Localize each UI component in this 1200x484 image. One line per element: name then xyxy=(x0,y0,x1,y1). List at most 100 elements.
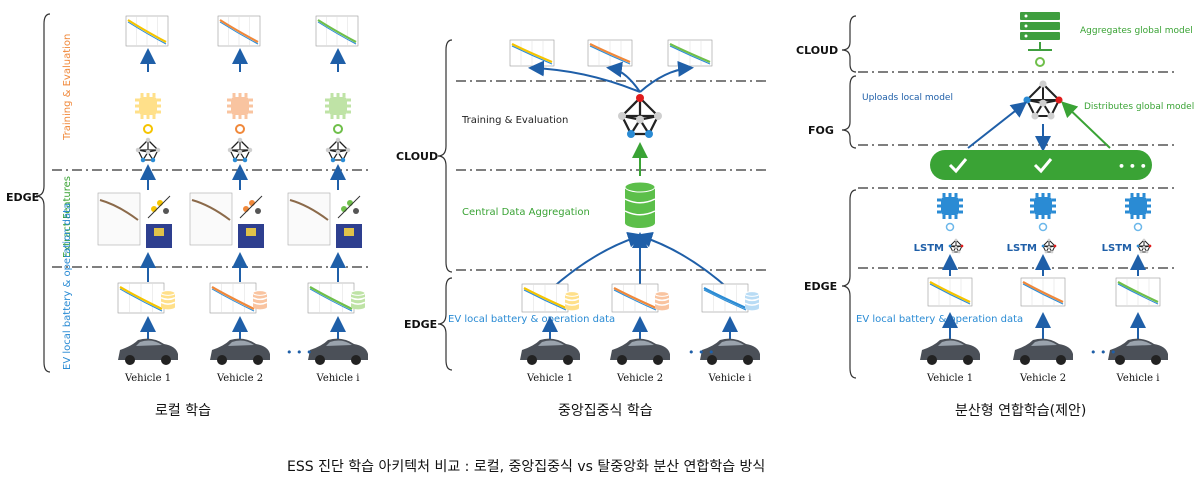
network-node xyxy=(627,130,635,138)
plot-curve xyxy=(703,287,747,310)
plot-curve xyxy=(127,19,167,43)
car-wheel xyxy=(927,355,937,365)
db-top xyxy=(744,291,760,297)
car-window xyxy=(718,340,744,346)
car-wheel xyxy=(125,355,135,365)
chip-pin xyxy=(1147,198,1151,202)
chip-pin xyxy=(937,198,941,202)
network-node xyxy=(330,157,336,163)
trend-line xyxy=(147,195,171,219)
chip-pin xyxy=(937,204,941,208)
car-window xyxy=(628,340,654,346)
chip-pin xyxy=(325,104,329,108)
chip-pin xyxy=(942,193,946,197)
car-wheel xyxy=(315,355,325,365)
db-band xyxy=(564,297,580,302)
network-node xyxy=(150,157,156,163)
car-wheel xyxy=(217,355,227,365)
ellipsis: • • • xyxy=(688,346,714,359)
chip-pin xyxy=(1142,215,1146,219)
db-bottom xyxy=(655,305,669,311)
chip-pin xyxy=(1136,215,1140,219)
db-top xyxy=(654,291,670,297)
chip-pin xyxy=(238,115,242,119)
network-node xyxy=(1044,250,1048,254)
scatter-dot xyxy=(163,208,169,214)
server-led xyxy=(1024,14,1028,18)
car-wheel xyxy=(1056,355,1066,365)
car-body xyxy=(520,338,580,360)
car-window xyxy=(1126,340,1152,346)
chip-pin xyxy=(244,115,248,119)
network-node xyxy=(1047,238,1051,242)
network-node xyxy=(1039,80,1047,88)
db-band xyxy=(252,296,268,301)
network-node xyxy=(155,147,161,153)
arrow xyxy=(636,231,731,291)
network-node xyxy=(1142,238,1146,242)
chip-pin xyxy=(959,210,963,214)
network-node xyxy=(1148,244,1152,248)
ellipsis: • • • xyxy=(1090,346,1116,359)
chip-pin xyxy=(227,104,231,108)
car-wheel xyxy=(527,355,537,365)
network-node xyxy=(954,245,958,249)
plot-curve xyxy=(211,286,255,310)
car-body xyxy=(308,338,368,360)
plot-curve xyxy=(929,281,971,303)
network-node xyxy=(957,250,961,254)
scatter-dot xyxy=(347,200,353,206)
db-top xyxy=(160,290,176,296)
chip-pin xyxy=(1052,204,1056,208)
network-node xyxy=(135,147,141,153)
capacity-plot-icon xyxy=(611,283,659,313)
heatmap-cell xyxy=(246,228,256,236)
chip-pin xyxy=(1130,193,1134,197)
network-node xyxy=(335,137,341,143)
trend-line xyxy=(239,195,263,219)
tier-cloud-label: CLOUD xyxy=(796,44,838,57)
car-window xyxy=(228,340,254,346)
network-edge xyxy=(1143,239,1151,247)
feature-curve xyxy=(191,199,231,221)
database-icon xyxy=(744,291,760,311)
capacity-plot-icon xyxy=(117,282,165,314)
plot-curve xyxy=(523,289,567,311)
car-wheel xyxy=(617,355,627,365)
network-node xyxy=(948,244,952,248)
car-body xyxy=(1013,338,1073,360)
car-icon xyxy=(210,338,270,365)
chip-pin xyxy=(954,215,958,219)
chip-pin xyxy=(244,93,248,97)
capacity-plot-icon xyxy=(701,283,749,313)
plot-curve xyxy=(119,286,163,310)
distribute-arrow xyxy=(1061,101,1111,149)
chip-pin xyxy=(146,115,150,119)
chip-pin xyxy=(1130,215,1134,219)
network-node xyxy=(140,157,146,163)
network-edge xyxy=(1026,83,1044,101)
network-edge xyxy=(1137,239,1145,247)
db-band xyxy=(744,297,760,302)
db-band xyxy=(160,296,176,301)
chip-pin xyxy=(942,215,946,219)
neural-network-icon xyxy=(1136,238,1152,254)
db-top xyxy=(350,290,366,296)
plot-curve xyxy=(1022,283,1064,305)
cloud-brace xyxy=(841,15,857,73)
network-node xyxy=(618,112,626,120)
neural-network-icon xyxy=(135,137,161,163)
car-wheel xyxy=(963,355,973,365)
chip-pin xyxy=(1125,198,1129,202)
chip-pin xyxy=(238,93,242,97)
network-edge xyxy=(137,139,149,151)
network-node xyxy=(1053,244,1057,248)
vehicle-label: Vehicle 1 xyxy=(124,373,171,384)
db-body xyxy=(625,187,655,223)
chip-pin xyxy=(1041,193,1045,197)
network-edge xyxy=(147,139,159,151)
stage-data-label: EV local battery & operation data xyxy=(62,203,73,370)
car-window xyxy=(326,340,352,346)
car-wheel xyxy=(351,355,361,365)
neural-network-icon xyxy=(618,94,662,138)
